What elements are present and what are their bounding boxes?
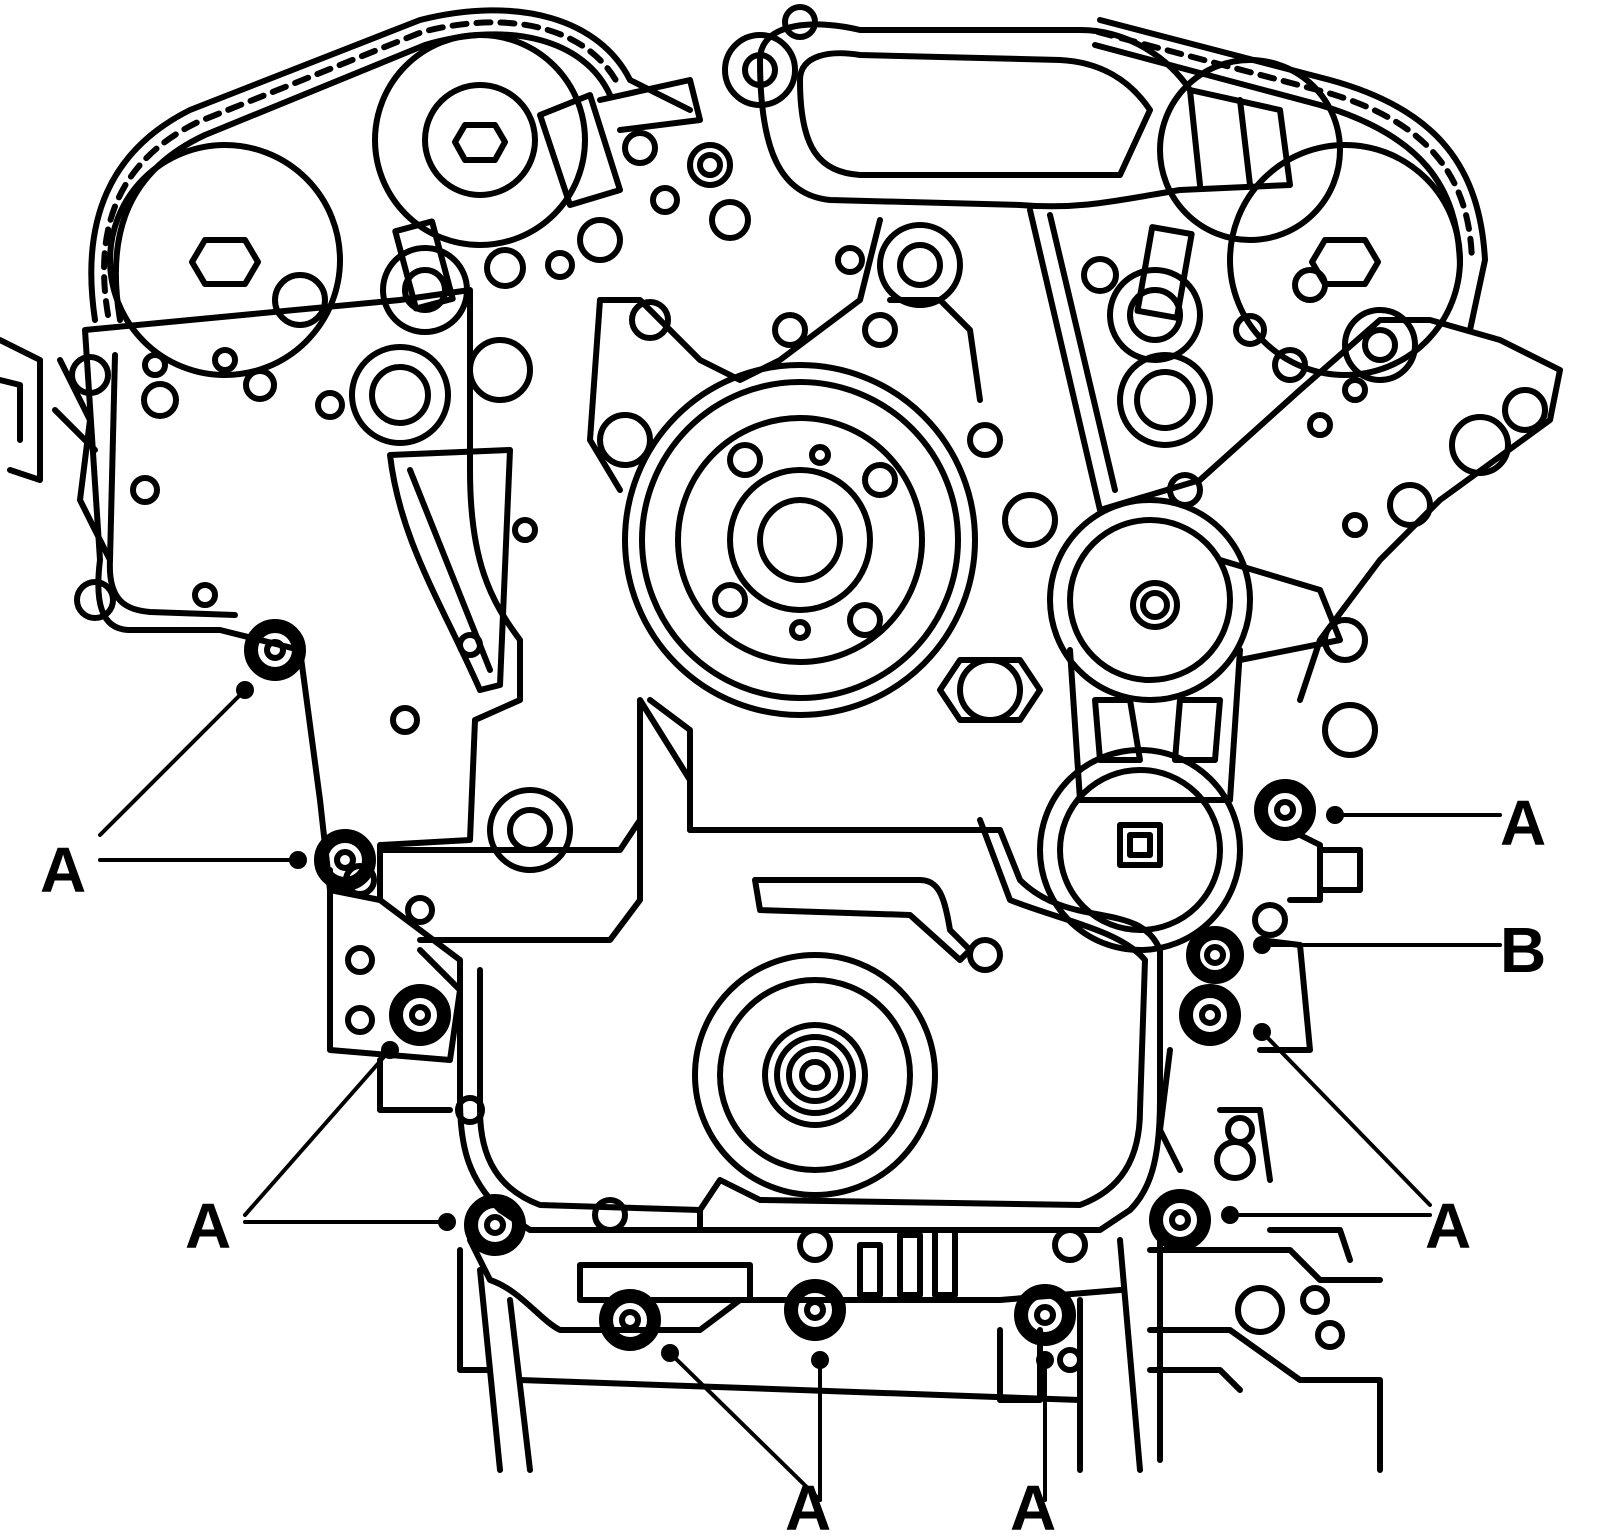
label-a-bottom-center: A <box>785 1472 831 1536</box>
bolt-a-left-mid <box>314 829 376 891</box>
left-lower-plate <box>327 863 485 1125</box>
left-cam-sprockets <box>107 32 588 378</box>
oil-pan <box>457 1197 1383 1473</box>
label-b-right: B <box>1500 914 1546 986</box>
water-pump-pulley <box>622 362 978 718</box>
bolt-a-upper-right <box>1254 779 1316 841</box>
belt-tensioner <box>1037 497 1343 953</box>
bolt-a-right-bottom <box>1149 1189 1211 1251</box>
left-timing-chain <box>88 7 693 323</box>
label-a-left-lower: A <box>185 1190 231 1262</box>
left-upper-brackets <box>484 77 751 289</box>
bolt-a-upper-left <box>244 619 306 681</box>
right-cam-sprockets <box>1157 57 1463 378</box>
bolt-a-left-bottom <box>464 1194 526 1256</box>
crankshaft-pulley <box>692 952 938 1198</box>
bolt-a-left-lower <box>389 984 451 1046</box>
left-timing-cover <box>69 218 538 903</box>
label-a-right-upper: A <box>1500 787 1546 859</box>
label-a-left-upper: A <box>40 834 86 906</box>
bolt-a-pan-center <box>784 1279 846 1341</box>
bolt-b-right <box>1186 926 1244 984</box>
callout-labels: A A A A A B A <box>40 787 1546 1536</box>
label-a-right-lower: A <box>1425 1190 1471 1262</box>
label-a-bottom-right: A <box>1010 1472 1056 1536</box>
bolt-a-right-mid <box>1179 984 1241 1046</box>
left-side-bracket <box>0 337 113 563</box>
right-lower-plate <box>1157 827 1363 1183</box>
right-timing-cover <box>1027 207 1563 758</box>
leader-lines <box>98 681 1502 1502</box>
center-upper-structure <box>587 217 1058 723</box>
highlighted-bolts <box>244 619 1316 1351</box>
bolt-a-pan-left <box>599 1289 661 1351</box>
coolant-outlet-pipe <box>722 4 1293 210</box>
bolt-a-pan-right <box>1014 1284 1076 1346</box>
